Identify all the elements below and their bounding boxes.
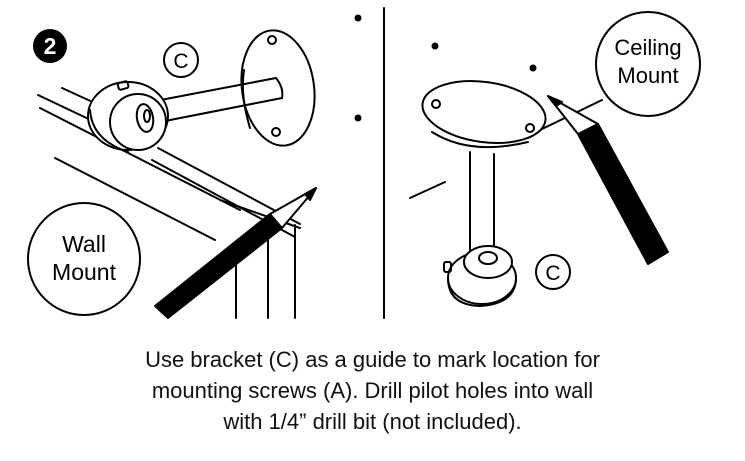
- mark-dot-left-bottom: [354, 114, 362, 122]
- ceiling-plate: [421, 80, 547, 149]
- caption-line-3: with 1/4” drill bit (not included).: [223, 409, 522, 434]
- wall-mount-scene: [37, 29, 317, 319]
- wall-corner-lines: [39, 107, 301, 319]
- wall-mount-label-line2: Mount: [52, 259, 117, 285]
- bracket-letter-right: C: [545, 262, 560, 285]
- pencil-right: [547, 95, 669, 265]
- instruction-caption: Use bracket (C) as a guide to mark locat…: [20, 344, 725, 437]
- pencil-left: [154, 187, 317, 319]
- mark-dot-right-bottom: [529, 64, 537, 72]
- ceiling-mount-scene: [409, 42, 669, 307]
- mark-dot-left-top: [354, 14, 362, 22]
- wall-plate-screw-top: [267, 35, 277, 45]
- step-number-badge: 2: [33, 29, 67, 63]
- ceiling-mount-label-line2: Mount: [617, 63, 678, 88]
- curtain-rod: [37, 87, 301, 238]
- ceiling-mount-callout: Ceiling Mount: [595, 11, 701, 117]
- wall-mount-callout: Wall Mount: [27, 202, 141, 316]
- mark-dot-right-top: [431, 42, 439, 50]
- ceiling-rod: [469, 151, 495, 251]
- wall-plate-screw-bottom: [271, 127, 281, 137]
- wall-plate: [240, 29, 316, 147]
- caption-line-2: mounting screws (A). Drill pilot holes i…: [151, 378, 594, 403]
- bracket-ring: [87, 80, 169, 153]
- wall-mount-label-line1: Wall: [62, 231, 106, 257]
- bracket-label-right: C: [535, 254, 571, 290]
- bracket-letter-left: C: [173, 50, 188, 73]
- ceiling-mount-label-line1: Ceiling: [614, 35, 681, 60]
- step-number: 2: [44, 33, 57, 59]
- bracket-label-left: C: [163, 42, 199, 78]
- ceiling-bracket-ring: [443, 245, 517, 307]
- bracket-arm: [149, 77, 283, 123]
- caption-line-1: Use bracket (C) as a guide to mark locat…: [145, 347, 600, 372]
